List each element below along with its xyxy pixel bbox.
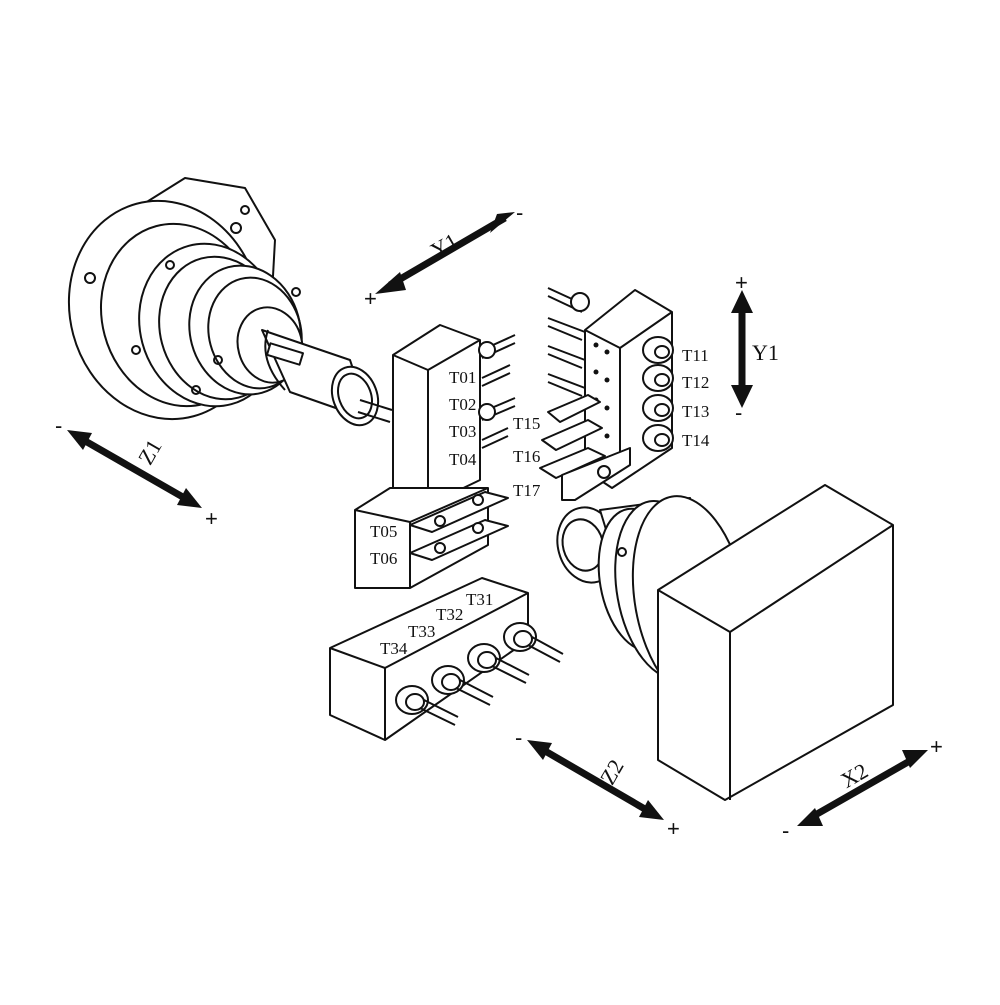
tool-label-t01: T01 xyxy=(449,368,476,387)
tool-label-t31: T31 xyxy=(466,590,493,609)
axis-arrow-z1 xyxy=(67,430,202,508)
tool-label-t04: T04 xyxy=(449,450,477,469)
tool-label-t16: T16 xyxy=(513,447,540,466)
tool-label-t03: T03 xyxy=(449,422,476,441)
tool-label-t02: T02 xyxy=(449,395,476,414)
sub-spindle xyxy=(556,484,894,801)
axis-arrow-z2 xyxy=(527,740,664,820)
z2-plus-sign: + xyxy=(667,816,680,841)
tool-label-t33: T33 xyxy=(408,622,435,641)
tool-label-t12: T12 xyxy=(682,373,709,392)
axis-label-z1: Z1 xyxy=(133,435,167,469)
gang-tool-block-rear xyxy=(539,287,674,501)
axis-arrow-x2 xyxy=(797,750,928,826)
gang-tool-block-front xyxy=(354,324,516,589)
main-spindle xyxy=(67,177,393,427)
x2-plus-sign: + xyxy=(930,734,943,759)
tool-label-t05: T05 xyxy=(370,522,397,541)
axis-arrow-y1-right xyxy=(731,290,753,408)
y1-top-minus-sign: - xyxy=(516,200,523,225)
tool-label-t15: T15 xyxy=(513,414,540,433)
z1-plus-sign: + xyxy=(205,506,218,531)
tool-label-t13: T13 xyxy=(682,402,709,421)
gang-tool-block-bottom xyxy=(329,577,564,741)
y1-right-minus-sign: - xyxy=(735,400,742,425)
axis-label-y1-right: Y1 xyxy=(752,340,779,365)
tool-label-t06: T06 xyxy=(370,549,397,568)
tool-label-t34: T34 xyxy=(380,639,408,658)
tool-label-t14: T14 xyxy=(682,431,710,450)
tool-label-t32: T32 xyxy=(436,605,463,624)
tool-label-t17: T17 xyxy=(513,481,541,500)
x2-minus-sign: - xyxy=(782,818,789,843)
y1-right-plus-sign: + xyxy=(735,270,748,295)
z1-minus-sign: - xyxy=(55,413,62,438)
z2-minus-sign: - xyxy=(515,725,522,750)
tool-label-t11: T11 xyxy=(682,346,709,365)
y1-top-plus-sign: + xyxy=(364,286,377,311)
axis-arrow-y1-top xyxy=(375,212,515,294)
